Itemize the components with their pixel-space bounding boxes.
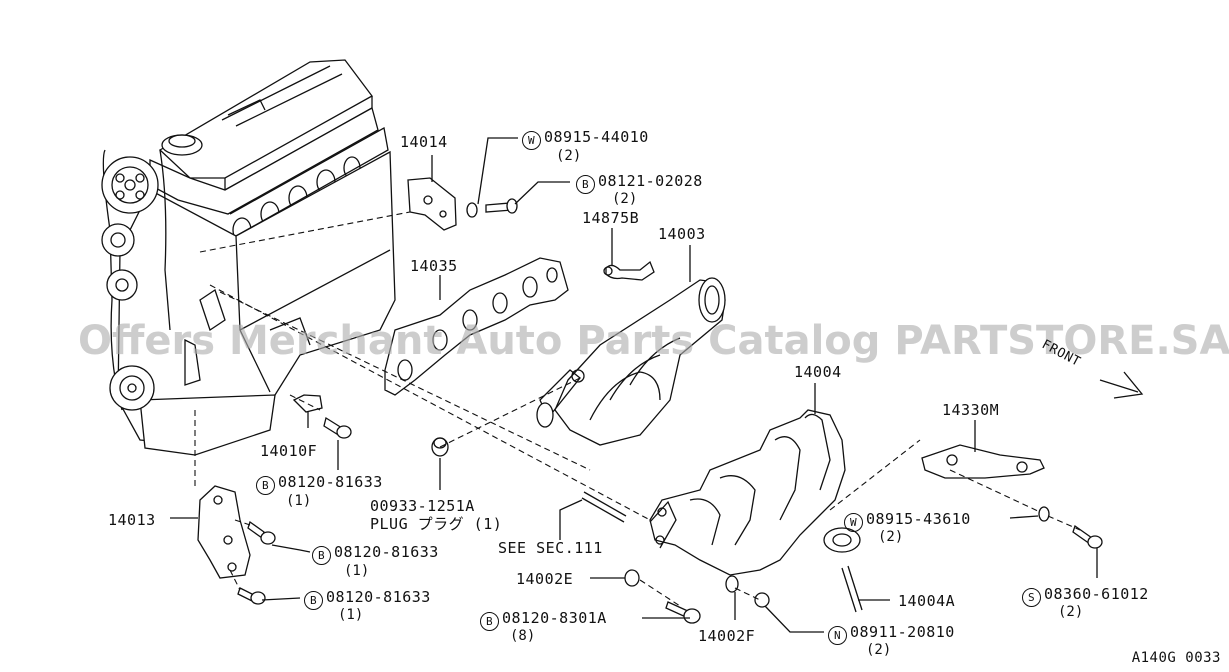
fastener-qty: (2) [556, 148, 582, 164]
leader-lines [170, 137, 1098, 633]
bracket-14014-drawing [407, 177, 457, 231]
fastener-qty: (1) [286, 493, 312, 509]
engine-block-drawing [101, 59, 396, 456]
part-label-14010F: 14010F [260, 442, 318, 460]
washer-prefix-icon: W [844, 513, 863, 532]
see-section-label: SEE SEC.111 [498, 539, 603, 557]
fastener-qty: (1) [344, 563, 370, 579]
part-label-14002F: 14002F [698, 627, 756, 645]
washer-bolt-14014-drawing [466, 198, 518, 218]
bolts-drawing [237, 416, 1103, 624]
fastener-qty: (2) [866, 642, 892, 658]
nut-prefix-icon: N [828, 626, 847, 645]
fastener-qty: (2) [612, 191, 638, 207]
watermark-text: Offers Merchant Auto Parts Catalog PARTS… [78, 318, 1229, 364]
bolt-prefix-icon: B [576, 175, 595, 194]
part-label-14003: 14003 [658, 225, 706, 243]
exhaust-manifold-14004-drawing [649, 409, 861, 576]
bracket-14013-drawing [197, 485, 251, 579]
bolt-prefix-icon: B [256, 476, 275, 495]
washer-prefix-icon: W [522, 131, 541, 150]
bolt-prefix-icon: B [312, 546, 331, 565]
figure-code: A140G 0033 [1131, 650, 1221, 666]
part-label-14330M: 14330M [942, 401, 1000, 419]
fastener-qty: (1) [338, 607, 364, 623]
screw-prefix-icon: S [1022, 588, 1041, 607]
fastener-qty: (2) [1058, 604, 1084, 620]
heat-shield-14330M-drawing [921, 444, 1045, 479]
part-label-14875B: 14875B [582, 209, 640, 227]
assembly-dashed-lines [194, 211, 1081, 607]
part-label-14004A: 14004A [898, 592, 956, 610]
fastener-qty: (2) [878, 529, 904, 545]
gasket-14035-drawing [384, 257, 569, 396]
bracket-14010F-drawing [292, 394, 323, 413]
part-label-14004: 14004 [794, 363, 842, 381]
bolt-prefix-icon: B [480, 612, 499, 631]
hose-14875B-drawing [603, 260, 655, 281]
stud-14004A-drawing [841, 565, 863, 613]
part-label-14035: 14035 [410, 257, 458, 275]
part-label-14002E: 14002E [516, 570, 574, 588]
plug-description: PLUG プラグ (1) [370, 515, 503, 533]
bolt-prefix-icon: B [304, 591, 323, 610]
front-arrow-icon [1099, 371, 1144, 399]
part-label-14014: 14014 [400, 133, 448, 151]
intake-manifold-14003-drawing [536, 277, 726, 446]
part-label-14013: 14013 [108, 511, 156, 529]
fastener-qty: (8) [510, 628, 536, 644]
plug-part-number: 00933-1251A [370, 497, 475, 515]
stud-sec111-drawing [581, 491, 627, 523]
